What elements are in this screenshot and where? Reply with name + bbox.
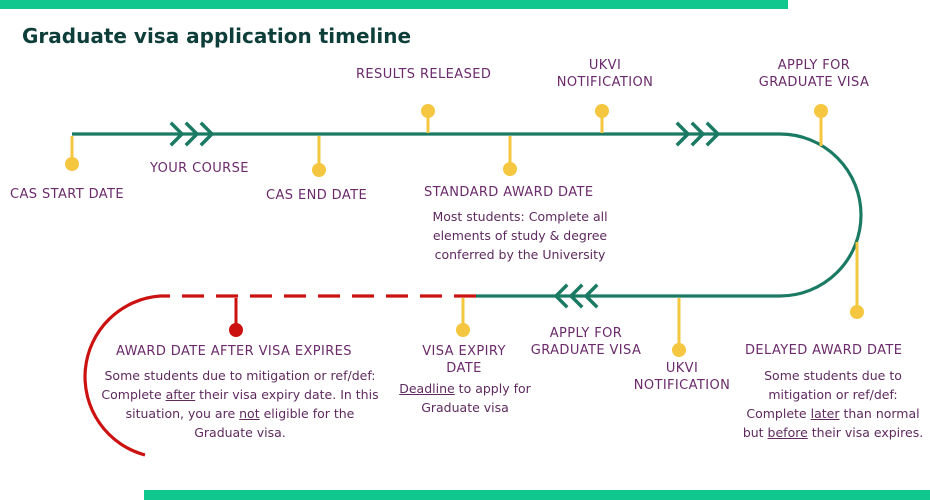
desc-standard-award: Most students: Complete all elements of … [432, 209, 608, 262]
marker-cas-end [312, 136, 326, 177]
marker-cas-start [65, 136, 79, 171]
top-accent-bar [0, 0, 788, 9]
label-ukvi-notification-top: UKVI NOTIFICATION [556, 58, 654, 90]
label-apply-graduate-bottom: APPLY FOR GRADUATE VISA [530, 326, 642, 358]
label-results-released: RESULTS RELEASED [356, 67, 492, 82]
desc-delayed-award: Some students due to mitigation or ref/d… [742, 368, 924, 440]
label-your-course: YOUR COURSE [150, 161, 249, 176]
label-cas-start: CAS START DATE [10, 187, 125, 202]
label-award-after-expiry: AWARD DATE AFTER VISA EXPIRES [116, 344, 352, 359]
marker-visa-expiry [456, 298, 470, 337]
marker-delayed-award [850, 242, 864, 319]
marker-ukvi-top [595, 104, 609, 133]
arrow-left-icon [553, 283, 599, 309]
label-delayed-award: DELAYED AWARD DATE [745, 343, 903, 358]
label-ukvi-notification-bottom: UKVI NOTIFICATION [633, 361, 731, 393]
marker-ukvi-bottom [672, 298, 686, 357]
marker-results-released [421, 104, 435, 133]
arrow-right-icon-1 [169, 121, 215, 147]
label-cas-end: CAS END DATE [266, 188, 368, 203]
label-visa-expiry: VISA EXPIRY DATE [422, 344, 506, 376]
label-apply-graduate-top: APPLY FOR GRADUATE VISA [758, 58, 870, 90]
timeline-path [72, 132, 863, 298]
marker-standard-award [503, 136, 517, 176]
desc-visa-expiry: Deadline to apply for Graduate visa [399, 381, 531, 415]
desc-award-after-expiry: Some students due to mitigation or ref/d… [101, 368, 379, 440]
timeline-expiry-arc [83, 294, 161, 457]
label-standard-award: STANDARD AWARD DATE [424, 185, 594, 200]
marker-award-after-expiry [229, 298, 243, 337]
page-title: Graduate visa application timeline [22, 24, 412, 48]
bottom-accent-bar [144, 490, 930, 500]
arrow-right-icon-2 [675, 121, 721, 147]
marker-apply-top [814, 104, 828, 146]
